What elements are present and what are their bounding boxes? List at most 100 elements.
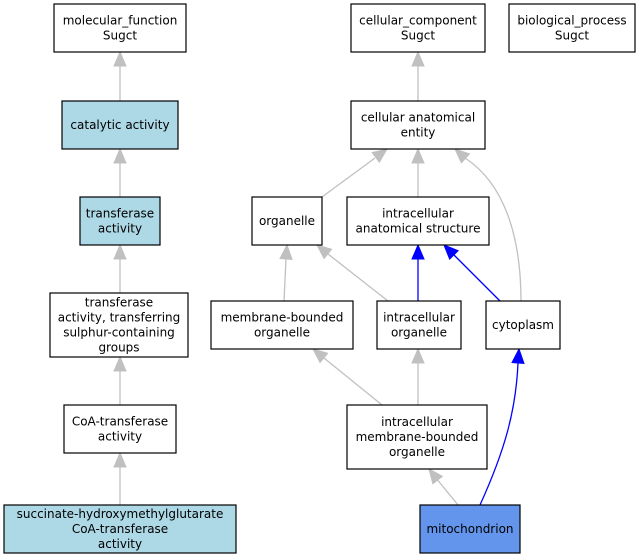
node-intracellular-anatomical-structure-label-line: anatomical structure [356, 222, 481, 236]
node-cellular-component-box [350, 3, 486, 53]
edge-intracellular-organelle-to-organelle-arrowhead [316, 244, 333, 260]
node-organelle-box [251, 196, 323, 246]
node-membrane-bounded-organelle-box [210, 300, 354, 350]
edge-cytoplasm-to-cellular-anatomical-entity [454, 148, 522, 302]
node-membrane-bounded-organelle-label-line: membrane-bounded [221, 311, 344, 325]
edge-cytoplasm-to-intracellular-anatomical-structure-line [453, 254, 501, 302]
nodes-layer: molecular_functionSugctcellular_componen… [3, 3, 636, 554]
node-succinate-coa-transferase-label-line: succinate-hydroxymethylglutarate [17, 507, 224, 521]
edge-transferase-activity-to-catalytic-activity [113, 147, 127, 197]
node-succinate-coa-transferase-label-line: activity [98, 537, 142, 551]
node-transferase-sulphur-label-line: activity, transferring [58, 311, 181, 325]
edge-transferase-activity-to-catalytic-activity-arrowhead [113, 147, 127, 164]
edge-intracellular-organelle-to-intracellular-anatomical-structure-arrowhead [411, 243, 425, 260]
edge-succinate-coa-transferase-to-coa-transferase-arrowhead [113, 451, 127, 468]
node-succinate-coa-transferase-box [3, 504, 237, 554]
node-transferase-activity-label-line: transferase [86, 207, 154, 221]
node-transferase-sulphur-label-line: transferase [85, 296, 153, 310]
edge-transferase-sulphur-to-transferase-activity [113, 243, 127, 293]
edge-transferase-sulphur-to-transferase-activity-arrowhead [113, 243, 127, 260]
edge-cytoplasm-to-intracellular-anatomical-structure [443, 244, 501, 302]
edge-mitochondrion-to-intracellular-membrane-bounded-organelle-arrowhead [428, 467, 444, 485]
edge-intracellular-membrane-bounded-organelle-to-intracellular-organelle [411, 347, 425, 405]
node-cytoplasm-box [485, 300, 561, 350]
edge-membrane-bounded-organelle-to-organelle [279, 243, 293, 302]
node-organelle[interactable]: organelle [251, 196, 323, 246]
node-intracellular-organelle-label-line: intracellular [383, 311, 455, 325]
node-transferase-activity-box [79, 196, 161, 246]
edge-mitochondrion-to-cytoplasm-line [479, 362, 519, 506]
node-catalytic-activity-box [61, 100, 179, 150]
edge-succinate-coa-transferase-to-coa-transferase [113, 451, 127, 505]
node-cellular-component-label-line: Sugct [401, 29, 435, 43]
edge-cytoplasm-to-cellular-anatomical-entity-line [464, 157, 522, 302]
node-catalytic-activity[interactable]: catalytic activity [61, 100, 179, 150]
node-molecular-function-box [53, 3, 187, 53]
node-biological-process-label-line: Sugct [555, 29, 589, 43]
edge-mitochondrion-to-intracellular-membrane-bounded-organelle-line [435, 477, 459, 506]
edge-organelle-to-cellular-anatomical-entity-arrowhead [371, 148, 389, 164]
node-molecular-function-label-line: molecular_function [63, 14, 178, 28]
node-biological-process-box [508, 3, 636, 53]
edge-intracellular-organelle-to-organelle-line [327, 253, 389, 302]
edge-intracellular-membrane-bounded-organelle-to-intracellular-organelle-arrowhead [411, 347, 425, 364]
edge-intracellular-membrane-bounded-organelle-to-membrane-bounded-organelle [312, 348, 383, 406]
node-mitochondrion[interactable]: mitochondrion [419, 504, 521, 554]
node-intracellular-organelle-box [376, 300, 462, 350]
node-intracellular-anatomical-structure-label-line: intracellular [382, 207, 454, 221]
edge-intracellular-membrane-bounded-organelle-to-membrane-bounded-organelle-line [323, 357, 383, 406]
edges-layer [113, 50, 525, 506]
node-cellular-component-label-line: cellular_component [359, 14, 477, 28]
edge-coa-transferase-to-transferase-sulphur [113, 355, 127, 405]
node-cytoplasm-label-line: cytoplasm [492, 318, 554, 332]
node-succinate-coa-transferase-label-line: CoA-transferase [72, 522, 168, 536]
edge-intracellular-organelle-to-organelle [316, 244, 389, 302]
node-cytoplasm[interactable]: cytoplasm [485, 300, 561, 350]
node-transferase-sulphur-label-line: sulphur-containing [63, 326, 175, 340]
node-intracellular-anatomical-structure-box [346, 196, 490, 246]
edge-cellular-anatomical-entity-to-cellular-component [411, 50, 425, 101]
edge-mitochondrion-to-cytoplasm [479, 347, 525, 506]
edge-intracellular-anatomical-structure-to-cellular-anatomical-entity-arrowhead [411, 147, 425, 164]
edge-mitochondrion-to-intracellular-membrane-bounded-organelle [428, 467, 459, 506]
node-mitochondrion-box [419, 504, 521, 554]
node-coa-transferase-label-line: activity [98, 430, 142, 444]
edge-catalytic-activity-to-molecular-function [113, 50, 127, 101]
node-coa-transferase-box [63, 404, 177, 454]
edge-membrane-bounded-organelle-to-organelle-line [283, 258, 287, 302]
node-catalytic-activity-label-line: catalytic activity [70, 118, 169, 132]
node-cellular-anatomical-entity-label-line: entity [401, 126, 436, 140]
edge-membrane-bounded-organelle-to-organelle-arrowhead [279, 243, 293, 260]
node-intracellular-organelle-label-line: organelle [391, 326, 447, 340]
node-intracellular-membrane-bounded-organelle-box [346, 404, 488, 470]
node-mitochondrion-label-line: mitochondrion [426, 522, 513, 536]
node-succinate-coa-transferase[interactable]: succinate-hydroxymethylglutarateCoA-tran… [3, 504, 237, 554]
edge-intracellular-anatomical-structure-to-cellular-anatomical-entity [411, 147, 425, 197]
node-intracellular-membrane-bounded-organelle-label-line: organelle [389, 445, 445, 459]
edge-mitochondrion-to-cytoplasm-arrowhead [511, 347, 525, 364]
edge-intracellular-membrane-bounded-organelle-to-membrane-bounded-organelle-arrowhead [312, 348, 329, 364]
node-cellular-anatomical-entity-box [350, 100, 486, 150]
node-transferase-activity-label-line: activity [98, 222, 142, 236]
node-cellular-anatomical-entity-label-line: cellular anatomical [361, 111, 475, 125]
edge-organelle-to-cellular-anatomical-entity-line [321, 157, 376, 198]
node-transferase-sulphur-box [49, 292, 189, 358]
edge-organelle-to-cellular-anatomical-entity [321, 148, 389, 198]
node-membrane-bounded-organelle-label-line: organelle [254, 326, 310, 340]
node-transferase-sulphur-label-line: groups [98, 341, 139, 355]
edge-cytoplasm-to-cellular-anatomical-entity-arrowhead [454, 148, 471, 164]
node-biological-process-label-line: biological_process [517, 14, 626, 28]
node-molecular-function-label-line: Sugct [103, 29, 137, 43]
